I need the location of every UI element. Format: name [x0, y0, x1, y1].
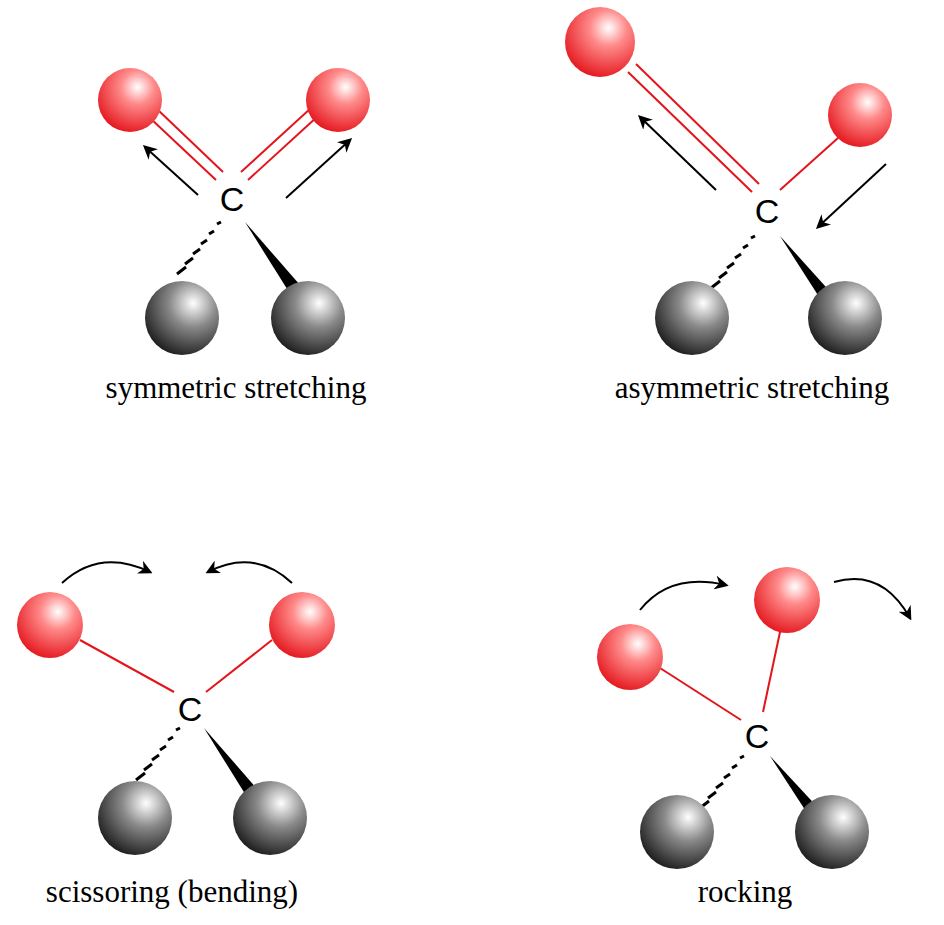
symmetric-stretch-molecule: [98, 68, 370, 355]
motion-arrow: [286, 140, 350, 198]
motion-arrow: [640, 582, 726, 610]
motion-arrow: [145, 147, 198, 195]
rocking-molecule: [597, 567, 910, 869]
atom-symbol: C: [220, 181, 245, 218]
atom-symbol: C: [178, 691, 203, 728]
mode-caption: scissoring (bending): [46, 875, 298, 909]
mode-caption: asymmetric stretching: [615, 371, 890, 405]
atom-symbol: C: [745, 718, 770, 755]
atom-symbol: C: [755, 193, 780, 230]
motion-arrow: [834, 579, 910, 618]
motion-arrow: [818, 164, 886, 227]
motion-arrow: [62, 562, 150, 583]
mode-caption: symmetric stretching: [106, 371, 367, 405]
motion-arrow: [640, 117, 716, 190]
asymmetric-stretch-molecule: [565, 7, 892, 355]
scissoring-molecule: [17, 562, 335, 855]
mode-caption: rocking: [698, 875, 793, 909]
motion-arrow: [208, 562, 292, 583]
